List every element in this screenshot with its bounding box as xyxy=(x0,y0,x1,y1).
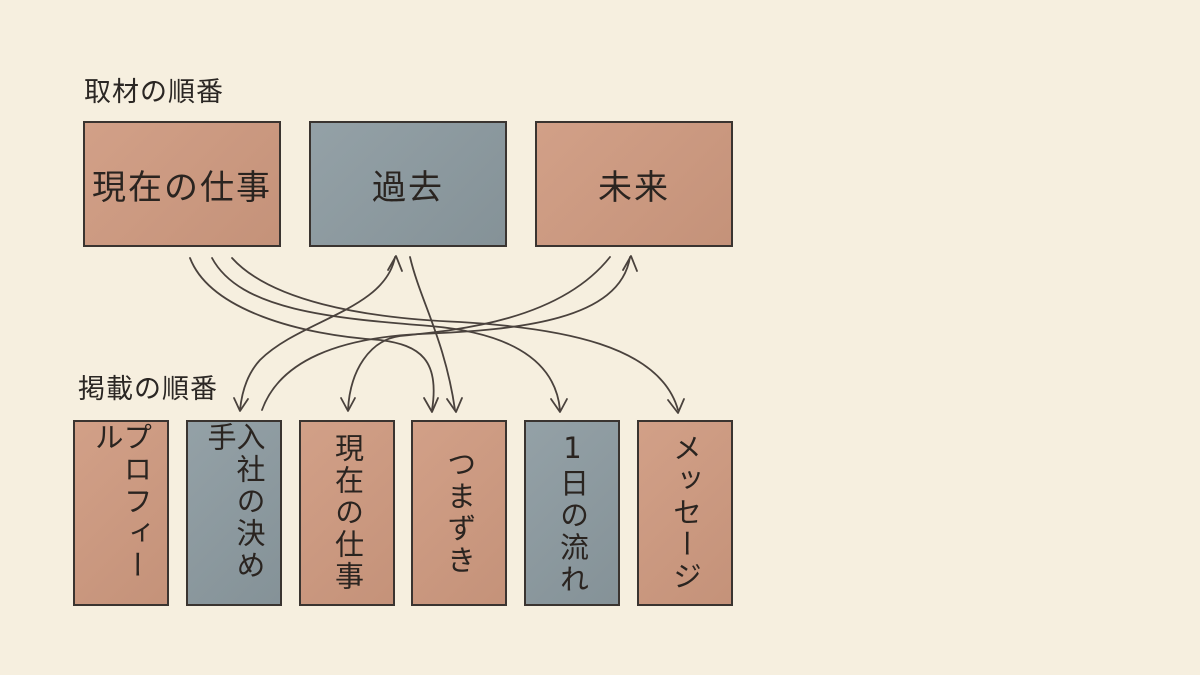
publish-box-daily-flow: 1日の流れ xyxy=(524,420,620,606)
publish-box-label: プロフィール xyxy=(90,422,153,582)
publish-box-label: つまずき xyxy=(442,449,477,577)
publish-box-label: 1日の流れ xyxy=(555,430,590,596)
arrow-head xyxy=(550,398,568,413)
publish-box-profile: プロフィール xyxy=(73,420,169,606)
arrow-future-to-current xyxy=(347,256,611,411)
publish-order-label: 掲載の順番 xyxy=(78,374,218,405)
interview-box-future: 未来 xyxy=(535,121,733,247)
arrow-head xyxy=(622,255,638,272)
publish-box-label: 現在の仕事 xyxy=(330,433,365,593)
arrow-past-to-deciding xyxy=(239,256,396,411)
publish-box-label: メッセージ xyxy=(668,433,703,593)
arrow-past-to-stumbles xyxy=(409,256,456,411)
interview-box-label: 未来 xyxy=(598,167,670,208)
interview-box-label: 現在の仕事 xyxy=(92,167,272,208)
arrow-future-to-deciding xyxy=(261,256,631,411)
arrow-current-to-daily xyxy=(211,257,561,411)
publish-box-message: メッセージ xyxy=(637,420,733,606)
interview-box-past: 過去 xyxy=(309,121,507,247)
arrow-head xyxy=(387,255,403,272)
arrow-head xyxy=(667,398,685,414)
interview-box-current-job: 現在の仕事 xyxy=(83,121,281,247)
publish-box-stumbles: つまずき xyxy=(411,420,507,606)
publish-box-label: 入社の決め手 xyxy=(203,422,266,582)
arrow-head xyxy=(233,397,249,412)
arrow-current-to-message xyxy=(231,257,679,411)
arrow-current-to-current xyxy=(189,257,435,411)
interview-box-label: 過去 xyxy=(372,167,444,208)
publish-box-deciding-factor: 入社の決め手 xyxy=(186,420,282,606)
interview-order-label: 取材の順番 xyxy=(84,77,224,108)
arrow-head xyxy=(446,397,463,413)
arrow-head xyxy=(340,397,356,412)
publish-box-current-job: 現在の仕事 xyxy=(299,420,395,606)
arrow-head xyxy=(423,397,439,413)
